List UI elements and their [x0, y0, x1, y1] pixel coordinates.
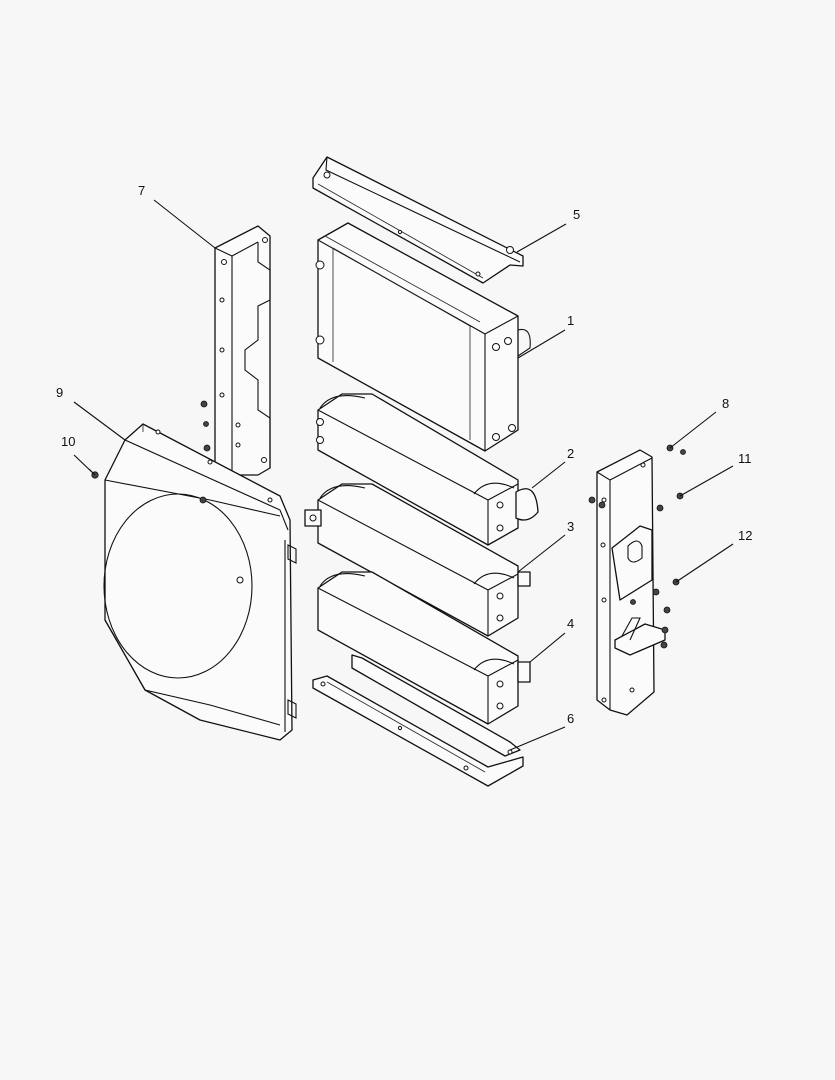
callout-7: 7	[138, 183, 145, 198]
part-4-cooler	[317, 571, 531, 725]
leader-line-6	[509, 726, 566, 751]
callout-5: 5	[573, 207, 580, 222]
callout-11: 11	[738, 451, 752, 466]
leader-line-12	[675, 543, 734, 583]
leader-line-7	[153, 199, 216, 249]
leader-line-4	[529, 632, 566, 663]
leader-line-1	[517, 329, 566, 359]
leader-line-2	[531, 461, 566, 489]
leader-line-8	[669, 411, 717, 449]
callout-labels: 1 2 3 4 5 6 7 8 9 10 11 12	[56, 183, 752, 726]
part-6-bottom-bracket	[312, 654, 524, 787]
leader-lines	[73, 199, 734, 751]
callout-1: 1	[567, 313, 574, 328]
leader-line-3	[517, 534, 566, 573]
leader-line-9	[73, 401, 126, 441]
callout-8: 8	[722, 396, 729, 411]
part-7-left-side-bracket	[200, 225, 271, 476]
callout-9: 9	[56, 385, 63, 400]
leader-line-5	[516, 223, 567, 253]
part-9-fan-shroud	[103, 423, 297, 741]
callout-3: 3	[567, 519, 574, 534]
part-2-cooler	[316, 393, 539, 546]
part-1-radiator-core	[315, 222, 531, 452]
part-8-bolt	[666, 444, 686, 455]
callout-4: 4	[567, 616, 574, 631]
callout-10: 10	[61, 434, 75, 449]
leader-line-10	[73, 454, 96, 476]
part-5-top-bracket	[312, 156, 524, 284]
callout-6: 6	[567, 711, 574, 726]
callout-2: 2	[567, 446, 574, 461]
right-side-bracket	[588, 449, 671, 716]
part-3-cooler	[304, 483, 531, 637]
leader-line-11	[679, 465, 734, 497]
callout-12: 12	[738, 528, 752, 543]
